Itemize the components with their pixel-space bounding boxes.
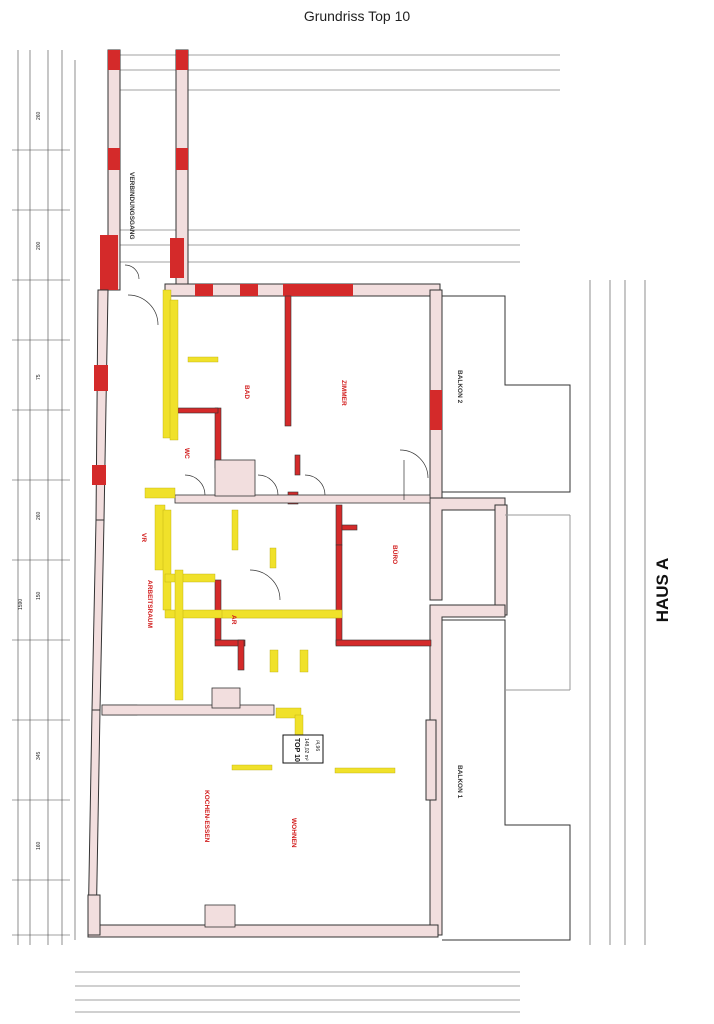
dimension-lines-left [17,50,76,945]
room-label-arbeitsraum: ARBEITSRAUM [146,580,153,628]
door-swings [124,264,429,601]
room-label-buero: BÜRO [391,545,400,564]
unit-box: TOP 10 148,02 m² /4,96 [282,734,324,764]
room-label-ar: AR [230,615,237,625]
svg-text:260: 260 [36,111,42,120]
dimension-ticks-left [12,149,70,936]
unit-label: TOP 10 [293,738,300,762]
unit-code: /4,96 [314,740,320,751]
page-title: Grundriss Top 10 [303,8,411,24]
interior-walls [101,459,431,928]
room-label-bad: BAD [243,385,250,399]
room-label-vr: VR [140,533,147,542]
room-label-verbindungsgang: VERBINDUNGSGANG [128,172,135,240]
dimension-lines-bottom [75,971,520,1013]
new-walls [101,295,432,716]
svg-text:1590: 1590 [18,599,24,610]
room-label-wohnen: WOHNEN [290,818,297,848]
svg-text:75: 75 [36,374,42,380]
dimension-text-left: 260 200 75 260 150 345 160 1590 [18,111,42,850]
svg-text:345: 345 [36,751,42,760]
svg-text:150: 150 [36,591,42,600]
room-labels: VERBINDUNGSGANG BAD WC ZIMMER VR BÜRO AR… [128,172,463,848]
room-label-wc: WC [183,448,190,459]
room-label-zimmer: ZIMMER [340,380,347,406]
room-label-balkon-2: BALKON 2 [456,370,463,404]
dimension-lines-right [589,280,646,945]
room-label-balkon-1: BALKON 1 [456,765,463,799]
outer-walls [87,283,508,938]
unit-area: 148,02 m² [303,738,309,761]
room-label-kochen-essen: KOCHEN-ESSEN [203,790,210,843]
corridor-walls [100,49,189,291]
balconies [442,295,571,941]
svg-text:200: 200 [36,241,42,250]
building-label: HAUS A [653,558,672,623]
removed-walls [144,289,396,774]
svg-text:260: 260 [36,511,42,520]
svg-text:160: 160 [36,841,42,850]
